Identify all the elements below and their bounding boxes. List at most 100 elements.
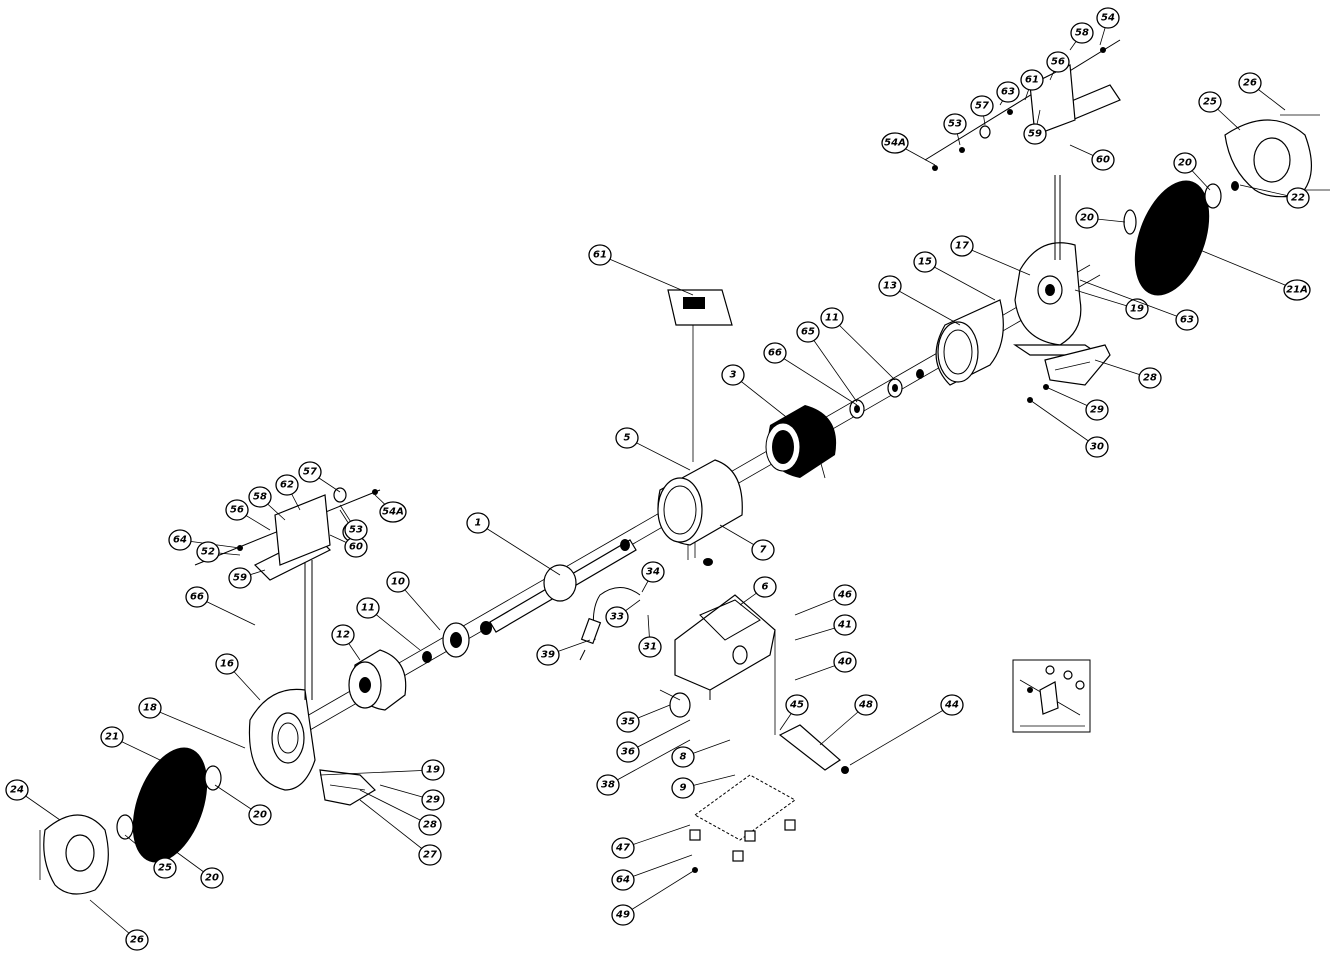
part-callout-41: 41: [794, 614, 857, 641]
callout-leader-line: [626, 437, 691, 471]
part-callout-54a: 54A: [881, 132, 936, 166]
callout-bubble: [881, 132, 909, 154]
callout-leader-line: [732, 374, 791, 421]
callout-label: 56: [230, 505, 244, 516]
callout-leader-line: [622, 854, 693, 881]
right-outer-guard: [1224, 114, 1330, 198]
bottom-plate: [689, 774, 796, 873]
callout-label: 26: [130, 935, 144, 946]
part-callout-58: 58: [248, 486, 286, 521]
callout-label: 47: [615, 843, 630, 854]
callout-label: 60: [1096, 155, 1110, 166]
callout-leader-line: [149, 707, 246, 749]
callout-bubble: [418, 844, 442, 866]
callout-label: 46: [837, 590, 852, 601]
callout-bubble: [248, 804, 272, 826]
callout-label: 26: [1243, 78, 1257, 89]
callout-bubble: [225, 499, 249, 521]
part-callout-19: 19: [319, 759, 445, 781]
left-wheel-guard: [248, 560, 316, 791]
callout-label: 57: [975, 101, 989, 112]
part-callout-46: 46: [794, 584, 857, 616]
callout-bubble: [418, 814, 442, 836]
callout-label: 52: [201, 547, 215, 558]
part-callout-63: 63: [1079, 279, 1199, 331]
part-callout-25: 25: [124, 834, 177, 879]
part-callout-17: 17: [950, 235, 1031, 276]
part-callout-1: 1: [466, 512, 561, 576]
nameplate: [667, 289, 733, 462]
callout-bubble: [153, 857, 177, 879]
detail-inset: [1012, 659, 1091, 733]
callout-label: 60: [349, 542, 363, 553]
callout-label: 64: [616, 875, 630, 886]
callout-bubble: [751, 539, 775, 561]
callout-label: 29: [426, 795, 440, 806]
part-callout-8: 8: [671, 739, 731, 768]
part-callout-26: 26: [1238, 72, 1286, 111]
callout-label: 1: [475, 518, 482, 529]
callout-bubble: [185, 586, 209, 608]
callout-leader-line: [1029, 399, 1098, 448]
part-callout-64: 64: [611, 854, 693, 891]
callout-bubble: [1085, 399, 1109, 421]
callout-label: 20: [1178, 158, 1192, 169]
callout-label: 35: [621, 717, 635, 728]
callout-bubble: [1286, 187, 1310, 209]
part-callout-30: 30: [1029, 399, 1109, 458]
right-eye-shield: [924, 39, 1121, 171]
part-callout-59: 59: [1023, 109, 1047, 145]
right-end-cover: [935, 299, 1004, 386]
callout-layer: 5458566163575354A5960262520222021A171513…: [5, 7, 1311, 951]
part-callout-54a: 54A: [374, 494, 407, 523]
part-callout-52: 52: [196, 541, 241, 563]
part-callout-11: 11: [820, 307, 896, 381]
part-callout-26: 26: [89, 899, 149, 951]
part-callout-12: 12: [331, 624, 361, 661]
callout-label: 25: [158, 863, 172, 874]
callout-bubble: [138, 697, 162, 719]
callout-bubble: [763, 342, 787, 364]
left-flange: [422, 622, 470, 663]
callout-label: 58: [253, 492, 267, 503]
callout-bubble: [298, 461, 322, 483]
right-grinding-wheel: [1123, 180, 1239, 296]
callout-leader-line: [319, 769, 434, 776]
part-callout-16: 16: [215, 653, 261, 701]
part-callout-13: 13: [878, 275, 961, 326]
callout-bubble: [913, 251, 937, 273]
callout-label: 65: [801, 327, 815, 338]
callout-bubble: [421, 789, 445, 811]
callout-label: 66: [190, 592, 204, 603]
callout-bubble: [611, 869, 635, 891]
callout-bubble: [228, 567, 252, 589]
part-callout-22: 22: [1239, 184, 1310, 209]
callout-bubble: [996, 81, 1020, 103]
callout-bubble: [168, 529, 192, 551]
callout-bubble: [1138, 367, 1162, 389]
callout-bubble: [1125, 298, 1149, 320]
callout-label: 11: [825, 313, 839, 324]
callout-leader-line: [774, 352, 858, 406]
callout-leader-line: [359, 789, 431, 826]
callout-leader-line: [359, 799, 431, 856]
part-callout-57: 57: [970, 95, 994, 126]
callout-leader-line: [961, 245, 1031, 276]
callout-bubble: [796, 321, 820, 343]
callout-bubble: [833, 584, 857, 606]
callout-bubble: [5, 779, 29, 801]
callout-bubble: [588, 244, 612, 266]
left-outer-guard: [39, 814, 109, 895]
part-callout-58: 58: [1069, 22, 1094, 51]
part-callout-56: 56: [225, 499, 271, 531]
callout-label: 62: [280, 480, 294, 491]
callout-bubble: [1070, 22, 1094, 44]
part-callout-45: 45: [779, 694, 809, 731]
callout-bubble: [1096, 7, 1120, 29]
callout-leader-line: [599, 254, 694, 296]
part-callout-21a: 21A: [1199, 249, 1311, 301]
callout-leader-line: [1199, 249, 1298, 291]
callout-leader-line: [477, 522, 561, 576]
callout-label: 56: [1051, 57, 1065, 68]
